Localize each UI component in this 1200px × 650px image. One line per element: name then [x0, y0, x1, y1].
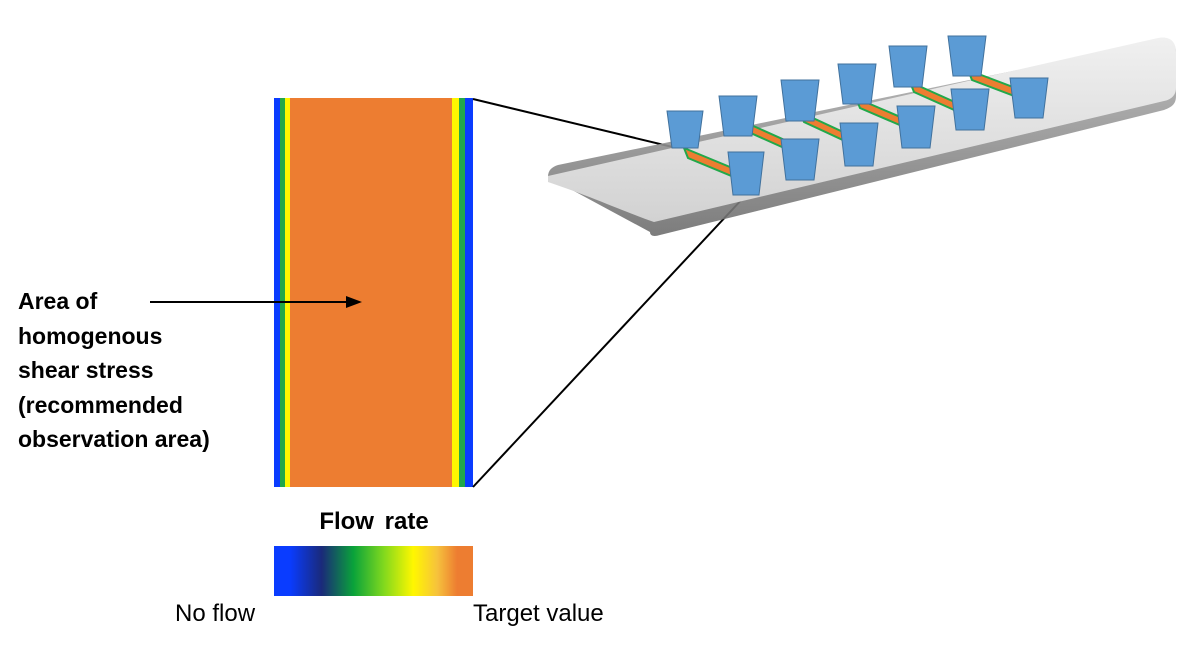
reservoir-5a: [888, 45, 928, 88]
legend-min-label: No flow: [175, 600, 256, 627]
area-label-line-5: observation area): [18, 426, 210, 452]
reservoir-2a: [718, 95, 758, 137]
homogenous-area-label: Area of homogenous shear stress (recomme…: [18, 284, 268, 457]
legend-title: Flow rate: [319, 508, 429, 535]
left-wall-band-green: [280, 98, 285, 487]
flow-profile-panel: [274, 98, 473, 487]
right-wall-band-green: [459, 98, 465, 487]
reservoir-1b: [727, 151, 765, 196]
area-label-line-2: homogenous: [18, 322, 163, 349]
area-label-line-3: shear stress: [18, 357, 154, 383]
homogenous-flow-area: [274, 98, 473, 487]
reservoir-3a: [780, 79, 820, 122]
reservoir-6a: [947, 35, 987, 77]
left-wall-band-blue: [274, 98, 280, 487]
reservoir-3b: [839, 122, 879, 167]
annotation-arrow: [150, 296, 362, 308]
reservoir-4a: [837, 63, 877, 105]
reservoir-4b: [896, 105, 936, 149]
area-label-line-1: Area of: [18, 288, 98, 314]
area-label-line-4: (recommended: [18, 391, 183, 418]
left-wall-band-yellow: [285, 98, 290, 487]
reservoirs: [666, 35, 1049, 196]
microfluidic-slide: [548, 35, 1176, 236]
reservoir-1a: [666, 110, 704, 149]
legend-max-label: Target value: [473, 600, 604, 627]
right-wall-band-yellow: [452, 98, 459, 487]
flow-rate-color-scale: [274, 546, 473, 596]
zoom-connector-top: [472, 98, 686, 151]
zoom-connector-bottom: [472, 195, 746, 488]
reservoir-5b: [950, 88, 990, 131]
right-wall-band-blue: [465, 98, 473, 487]
reservoir-6b: [1009, 77, 1049, 119]
reservoir-2b: [780, 138, 820, 181]
